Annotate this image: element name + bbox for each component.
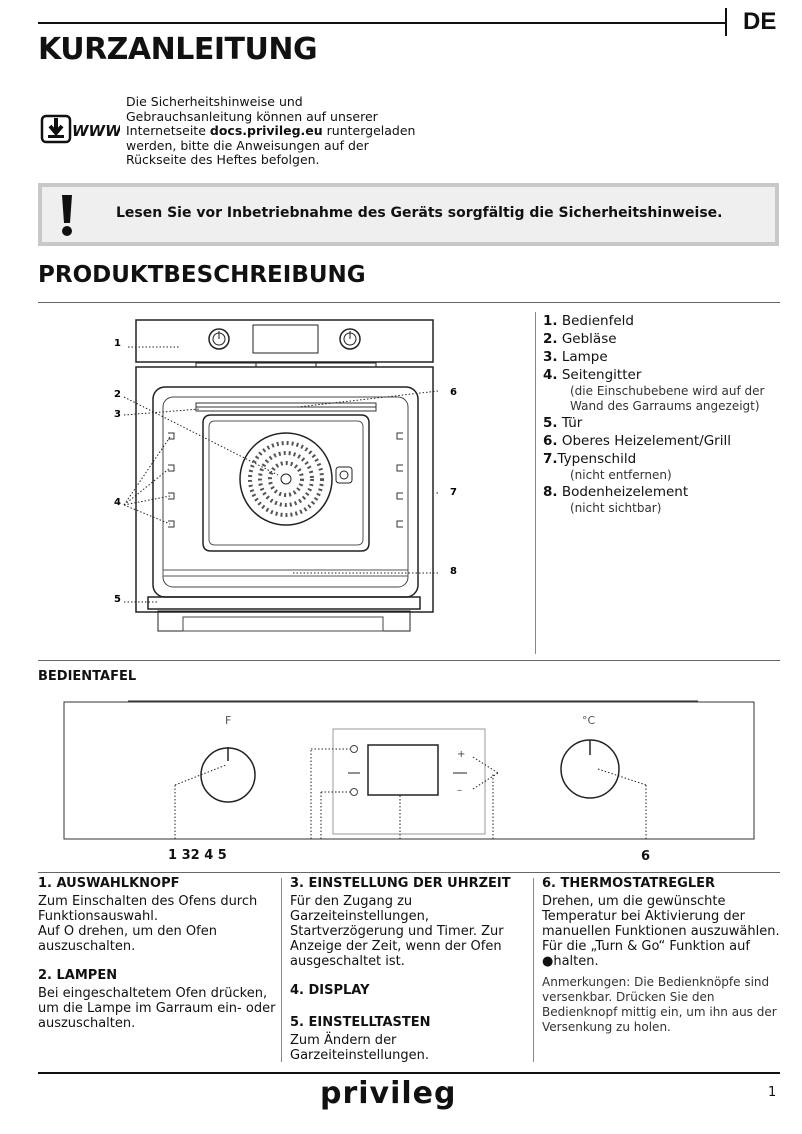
legend-item: 5. Tür [543, 415, 793, 432]
legend-num: 3. [543, 349, 558, 365]
off-symbol: O [63, 924, 75, 939]
legend-sub: (die Einschubebene wird auf der Wand des… [570, 384, 765, 413]
legend-num: 7. [543, 451, 558, 467]
callout-5: 5 [114, 594, 121, 605]
column-divider [281, 878, 282, 1062]
adjust-buttons-text: Zum Ändern der Garzeiteinstellungen. [290, 1033, 429, 1063]
download-text-after: runtergeladen werden, bitte die Anweisun… [126, 123, 416, 167]
legend-num: 5. [543, 415, 558, 431]
callout-2: 2 [114, 389, 121, 400]
thermostat-text: Drehen, um die gewünschte Temperatur bei… [542, 894, 782, 969]
knob-left-label: F [225, 714, 231, 727]
product-legend: 1. Bedienfeld 2. Gebläse 3. Lampe 4. Sei… [543, 313, 793, 517]
legend-label: Lampe [561, 349, 608, 365]
page-number: 1 [768, 1085, 777, 1100]
safety-warning-text: Lesen Sie vor Inbetriebnahme des Geräts … [116, 205, 723, 221]
product-description-title: PRODUKTBESCHREIBUNG [38, 262, 366, 288]
legend-num: 4. [543, 367, 558, 383]
minus-label: – [457, 785, 462, 796]
column-thermostat: 6. THERMOSTATREGLER Drehen, um die gewün… [542, 876, 782, 1035]
control-panel-diagram: F °C + – 1 32 4 5 6 [63, 700, 755, 864]
legend-label: Gebläse [561, 331, 617, 347]
legend-label: Bodenheizelement [561, 484, 689, 500]
thermostat-text-pre: Drehen, um die gewünschte Temperatur bei… [542, 894, 780, 954]
callout-1: 1 [114, 338, 121, 349]
exclamation-icon [62, 195, 72, 236]
legend-num: 1. [543, 313, 558, 329]
header-rule [38, 22, 726, 24]
legend-num: 8. [543, 484, 558, 500]
selector-off-post: drehen, um den Ofen auszuschalten. [38, 924, 217, 954]
selector-off-pre: Auf [38, 924, 64, 939]
legend-item: 4. Seitengitter (die Einschubebene wird … [543, 367, 793, 414]
legend-sub: (nicht sichtbar) [570, 501, 662, 515]
legend-label: Bedienfeld [561, 313, 634, 329]
header-rule-vertical [725, 8, 727, 36]
legend-sub: (nicht entfernen) [570, 468, 672, 482]
section-rule [38, 302, 780, 303]
callout-4: 4 [114, 497, 121, 508]
column-divider [535, 312, 536, 654]
selector-off-text: Auf O drehen, um den Ofen auszuschalten. [38, 924, 278, 954]
section-rule [38, 872, 780, 873]
control-panel-title: BEDIENTAFEL [38, 669, 137, 684]
oven-diagram: 1 2 3 4 5 6 7 8 [114, 319, 457, 632]
safety-warning-box [38, 183, 779, 246]
footer-rule [38, 1072, 780, 1074]
legend-label: Oberes Heizelement/Grill [561, 433, 731, 449]
column-divider [533, 878, 534, 1062]
lamp-heading: 2. LAMPEN [38, 968, 118, 983]
legend-item: 2. Gebläse [543, 331, 793, 348]
legend-label: Tür [561, 415, 583, 431]
section-rule [38, 660, 780, 661]
thermostat-note: Anmerkungen: Die Bedienknöpfe sind verse… [542, 975, 777, 1034]
language-code: DE [743, 8, 777, 35]
legend-item: 7.Typenschild (nicht entfernen) [543, 451, 793, 483]
thermostat-heading: 6. THERMOSTATREGLER [542, 876, 716, 891]
callout-8: 8 [450, 566, 457, 577]
legend-item: 8. Bodenheizelement (nicht sichtbar) [543, 484, 793, 516]
brand-wordmark: privileg [320, 1076, 457, 1111]
dot-symbol: ● [542, 954, 554, 969]
callout-6: 6 [450, 387, 457, 398]
clock-text: Für den Zugang zu Garzeiteinstellungen, … [290, 894, 504, 969]
clock-heading: 3. EINSTELLUNG DER UHRZEIT [290, 876, 511, 891]
control-callouts-left: 1 32 4 5 [168, 848, 227, 863]
download-text-before: Die Sicherheitshinweise und Gebrauchsanl… [126, 94, 378, 138]
legend-item: 1. Bedienfeld [543, 313, 793, 330]
download-www-icon: WWW [40, 114, 120, 144]
column-clock: 3. EINSTELLUNG DER UHRZEIT Für den Zugan… [290, 876, 530, 1063]
docs-link[interactable]: docs.privileg.eu [209, 123, 323, 138]
legend-label: Seitengitter [561, 367, 642, 383]
privileg-logo: privileg [320, 1076, 457, 1111]
adjust-buttons-heading: 5. EINSTELLTASTEN [290, 1015, 431, 1030]
download-notice: Die Sicherheitshinweise und Gebrauchsanl… [126, 94, 426, 168]
thermostat-text-post: halten. [553, 954, 599, 969]
lamp-text: Bei eingeschaltetem Ofen drücken, um die… [38, 986, 276, 1031]
display-heading: 4. DISPLAY [290, 983, 370, 998]
control-callout-right: 6 [641, 849, 650, 864]
legend-num: 2. [543, 331, 558, 347]
callout-7: 7 [450, 487, 457, 498]
plus-label: + [457, 749, 465, 760]
selector-text: Zum Einschalten des Ofens durch Funktion… [38, 894, 258, 924]
page-title: KURZANLEITUNG [38, 32, 318, 67]
www-label: WWW [72, 122, 120, 140]
legend-num: 6. [543, 433, 558, 449]
legend-label: Typenschild [557, 451, 637, 467]
callout-3: 3 [114, 409, 121, 420]
legend-item: 6. Oberes Heizelement/Grill [543, 433, 793, 450]
legend-item: 3. Lampe [543, 349, 793, 366]
selector-heading: 1. AUSWAHLKNOPF [38, 876, 180, 891]
column-selector: 1. AUSWAHLKNOPF Zum Einschalten des Ofen… [38, 876, 278, 1031]
knob-right-label: °C [582, 714, 596, 727]
